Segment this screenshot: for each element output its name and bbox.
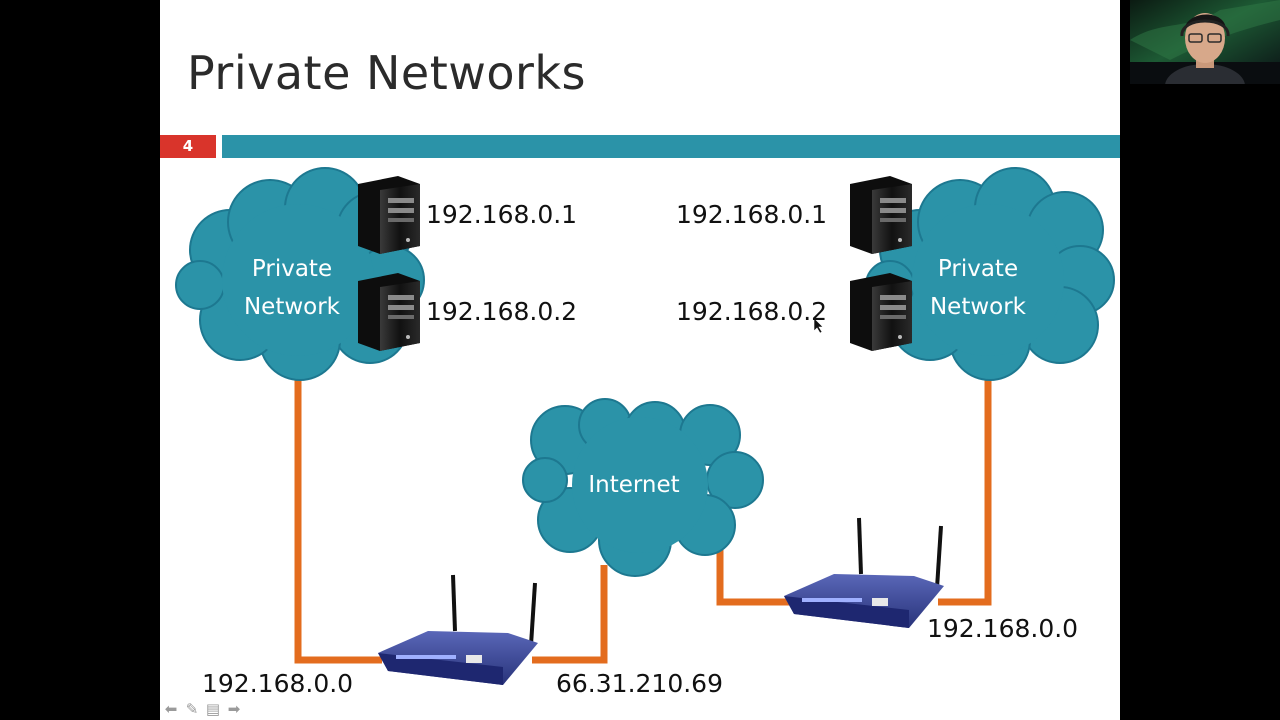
slide-title: Private Networks xyxy=(187,46,587,100)
server-icon-right-1 xyxy=(850,176,912,254)
left-host-1-ip: 192.168.0.1 xyxy=(426,200,578,229)
internet-cloud xyxy=(522,398,764,577)
server-icon-left-1 xyxy=(358,176,420,254)
slide-number: 4 xyxy=(160,135,216,158)
menu-icon[interactable]: ▤ xyxy=(205,700,221,718)
presenter-webcam xyxy=(1130,0,1280,84)
internet-cloud-label: Internet xyxy=(588,472,680,498)
network-diagram xyxy=(175,167,1115,685)
link-left-cloud-to-left-router xyxy=(294,378,382,664)
router-icon-left xyxy=(378,574,538,685)
server-icon-left-2 xyxy=(358,273,420,351)
right-host-2-ip: 192.168.0.2 xyxy=(676,297,828,326)
link-right-router-to-right-cloud xyxy=(938,378,992,606)
left-cloud-label-line1: Private xyxy=(251,256,333,282)
title-rule xyxy=(222,135,1120,158)
right-cloud-label-line1: Private xyxy=(937,256,1019,282)
right-router-lan-ip: 192.168.0.0 xyxy=(927,614,1079,643)
pen-icon[interactable]: ✎ xyxy=(185,700,199,718)
link-internet-to-right-router xyxy=(716,545,790,606)
left-router-lan-ip: 192.168.0.0 xyxy=(202,669,354,698)
slideshow-controls: ⬅ ✎ ▤ ➡ xyxy=(162,700,243,718)
link-left-router-to-internet xyxy=(532,565,608,664)
slide: Private Networks 4 xyxy=(160,0,1120,720)
arrow-right-icon[interactable]: ➡ xyxy=(227,700,241,718)
right-private-network-cloud xyxy=(865,167,1115,381)
arrow-left-icon[interactable]: ⬅ xyxy=(164,700,178,718)
network-links xyxy=(294,378,992,664)
left-cloud-label: Private Network xyxy=(222,250,362,326)
left-router-wan-ip: 66.31.210.69 xyxy=(556,669,723,698)
left-host-2-ip: 192.168.0.2 xyxy=(426,297,578,326)
right-cloud-label-line2: Network xyxy=(929,294,1027,320)
mouse-cursor-icon xyxy=(813,317,824,334)
right-host-1-ip: 192.168.0.1 xyxy=(676,200,828,229)
router-icon-right xyxy=(784,517,944,628)
left-cloud-label-line2: Network xyxy=(243,294,341,320)
server-icon-right-2 xyxy=(850,273,912,351)
right-cloud-label: Private Network xyxy=(908,250,1048,326)
webcam-video xyxy=(1130,0,1280,84)
